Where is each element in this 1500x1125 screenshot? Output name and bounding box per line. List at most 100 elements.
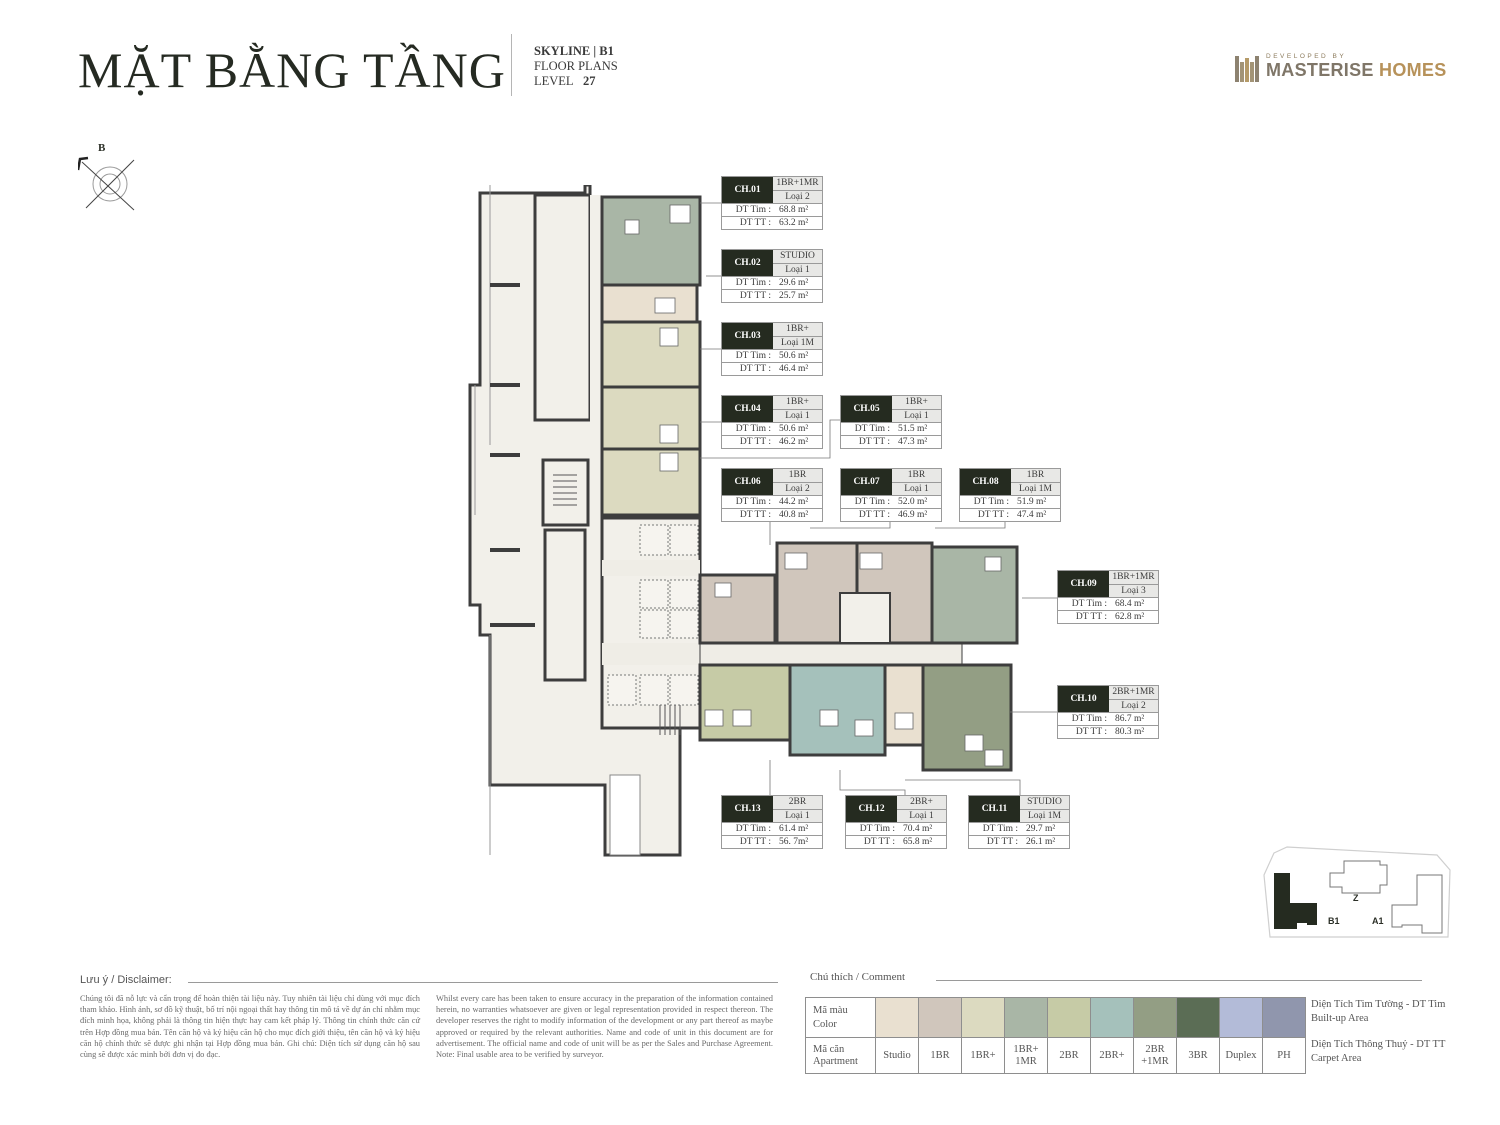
built-up-label: DT Tim :	[854, 497, 890, 507]
carpet-area: 65.8 m²	[903, 837, 933, 847]
carpet-area: 46.9 m²	[898, 510, 928, 520]
north-arrow-compass-icon: B	[76, 140, 138, 215]
comment-heading: Chú thích / Comment	[810, 971, 906, 983]
unit-code: CH.02	[722, 250, 773, 276]
built-up-label: DT Tim :	[735, 824, 771, 834]
unit-code: CH.06	[722, 469, 773, 495]
page-title: MẶT BẰNG TẦNG	[78, 42, 506, 98]
unit-variant: Loại 1	[892, 408, 941, 422]
unit-type: 2BR+1MR	[1109, 686, 1158, 699]
carpet-label: DT TT :	[858, 437, 890, 447]
legend-label: 1BR+	[961, 1037, 1005, 1074]
header-divider	[511, 34, 512, 96]
unit-variant: Loại 1M	[1011, 481, 1060, 495]
unit-type: 1BR	[773, 469, 822, 482]
disclaimer-heading: Lưu ý / Disclaimer:	[80, 974, 172, 986]
unit-code: CH.13	[722, 796, 773, 822]
built-up-label: DT Tim :	[735, 205, 771, 215]
swatch-ph	[1262, 997, 1306, 1038]
disclaimer-rule	[188, 982, 778, 983]
legend-label: 2BR+	[1090, 1037, 1134, 1074]
unit-variant: Loại 1	[773, 262, 822, 276]
unit-code: CH.03	[722, 323, 773, 349]
unit-code: CH.08	[960, 469, 1011, 495]
built-up-label: DT Tim :	[735, 497, 771, 507]
unit-type: 1BR+	[773, 323, 822, 336]
carpet-label: DT TT :	[739, 218, 771, 228]
legend-label: 1BR	[918, 1037, 962, 1074]
keyplan-label-b1: B1	[1328, 916, 1340, 926]
carpet-label: DT TT :	[739, 291, 771, 301]
key-plan: Z B1 A1	[1262, 845, 1452, 940]
legend-label: 2BR	[1047, 1037, 1091, 1074]
unit-variant: Loại 2	[1109, 698, 1158, 712]
built-up-area: 86.7 m²	[1115, 714, 1145, 724]
built-up-label: DT Tim :	[1071, 599, 1107, 609]
unit-type: 1BR+	[892, 396, 941, 409]
swatch-1br	[918, 997, 962, 1038]
keyplan-label-z: Z	[1353, 893, 1359, 903]
legend-label: 1BR+1MR	[1004, 1037, 1048, 1074]
unit-code: CH.05	[841, 396, 892, 422]
carpet-area: 26.1 m²	[1026, 837, 1056, 847]
swatch-duplex	[1219, 997, 1263, 1038]
unit-type: 1BR+	[773, 396, 822, 409]
unit-variant: Loại 1M	[773, 335, 822, 349]
unit-code: CH.10	[1058, 686, 1109, 712]
level-line: LEVEL 27	[534, 74, 596, 88]
unit-variant: Loại 2	[773, 481, 822, 495]
carpet-label: DT TT :	[863, 837, 895, 847]
swatch-2br-plus	[1090, 997, 1134, 1038]
unit-type: 1BR+1MR	[1109, 571, 1158, 584]
level-value: 27	[582, 74, 596, 88]
carpet-label: DT TT :	[1075, 727, 1107, 737]
built-up-label: DT Tim :	[735, 351, 771, 361]
legend-label: Duplex	[1219, 1037, 1263, 1074]
built-up-area: 61.4 m²	[779, 824, 809, 834]
swatch-2br	[1047, 997, 1091, 1038]
legend-label: 3BR	[1176, 1037, 1220, 1074]
built-up-label: DT Tim :	[859, 824, 895, 834]
built-up-label: DT Tim :	[735, 278, 771, 288]
legend-label: Studio	[875, 1037, 919, 1074]
built-up-label: DT Tim :	[982, 824, 1018, 834]
built-up-area: 68.8 m²	[779, 205, 809, 215]
carpet-label: DT TT :	[977, 510, 1009, 520]
unit-code: CH.12	[846, 796, 897, 822]
unit-variant: Loại 1M	[1020, 808, 1069, 822]
built-up-area: 50.6 m²	[779, 351, 809, 361]
built-up-label: DT Tim :	[854, 424, 890, 434]
developed-by-label: DEVELOPED BY	[1266, 53, 1347, 60]
unit-type: STUDIO	[773, 250, 822, 263]
carpet-area: 63.2 m²	[779, 218, 809, 228]
header-subtitle-block: SKYLINE | B1 FLOOR PLANS LEVEL 27	[534, 44, 618, 89]
unit-code: CH.11	[969, 796, 1020, 822]
unit-variant: Loại 1	[773, 808, 822, 822]
swatch-1br-1mr	[1004, 997, 1048, 1038]
unit-code: CH.07	[841, 469, 892, 495]
project-line: SKYLINE | B1	[534, 44, 614, 58]
unit-variant: Loại 2	[773, 189, 822, 203]
unit-variant: Loại 1	[897, 808, 946, 822]
built-up-area: 68.4 m²	[1115, 599, 1145, 609]
built-up-area: 50.6 m²	[779, 424, 809, 434]
